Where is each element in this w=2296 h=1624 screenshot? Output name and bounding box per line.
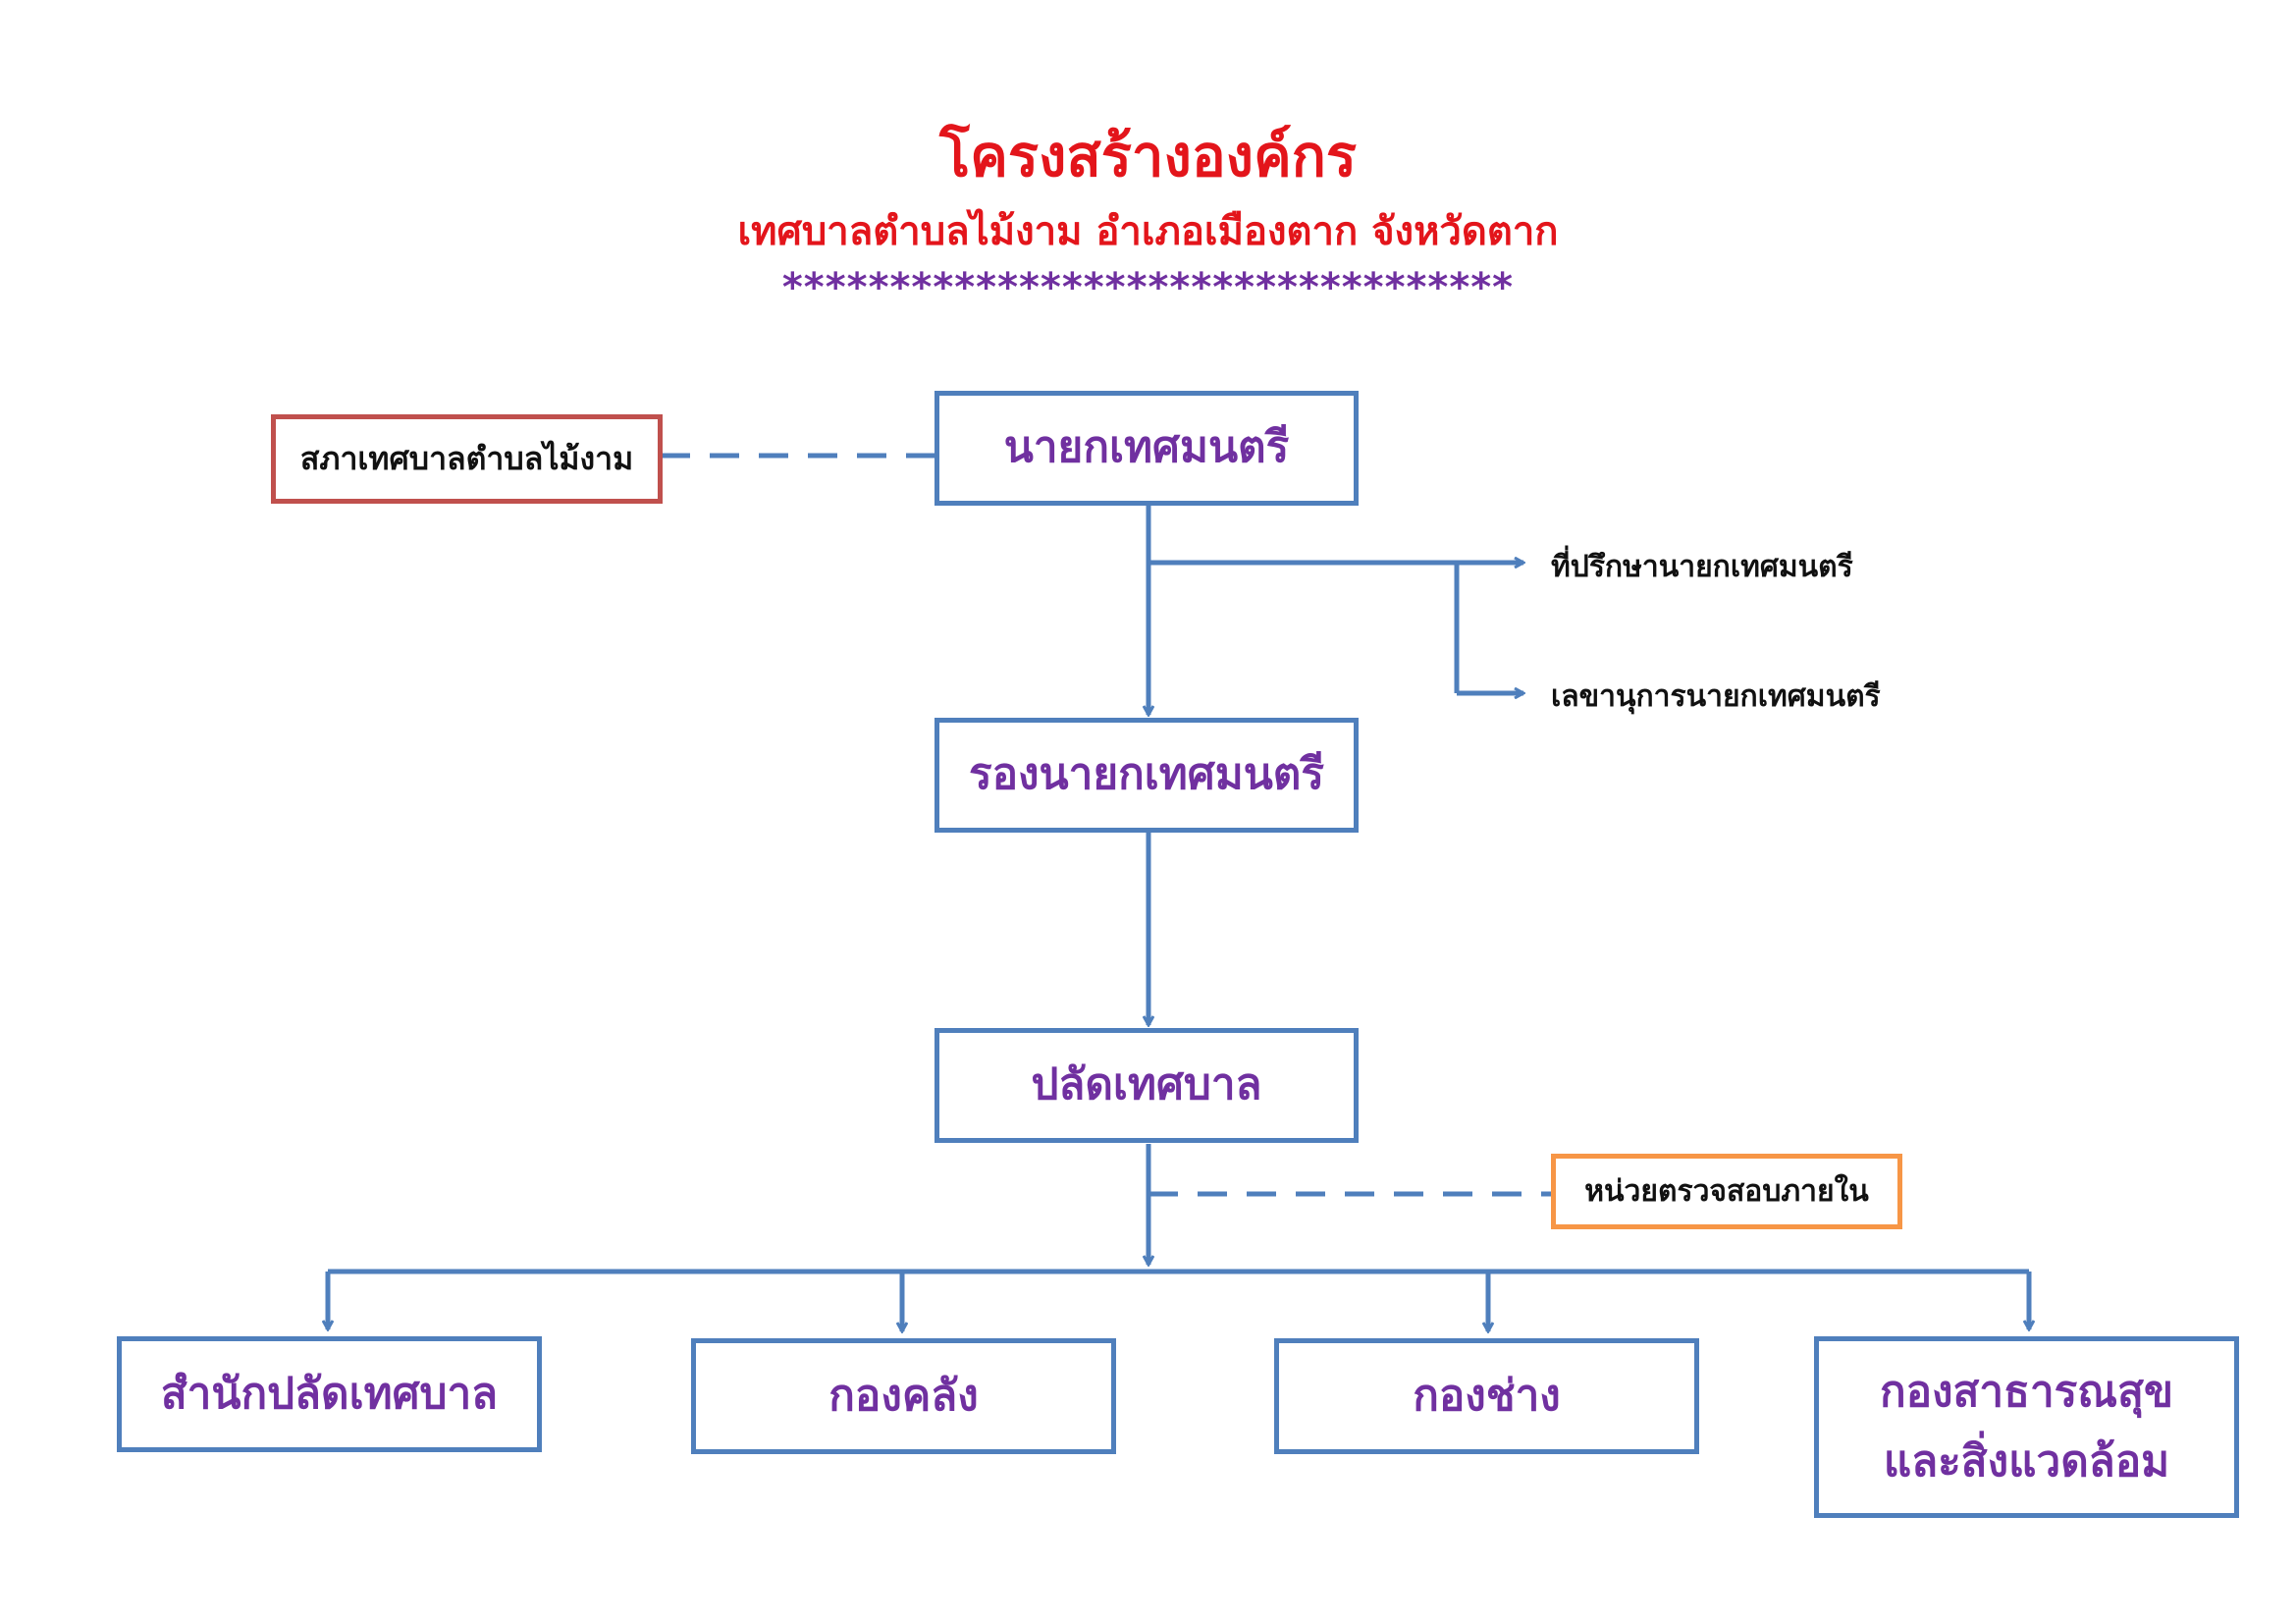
clerk-office-box: สำนักปลัดเทศบาล: [117, 1336, 542, 1452]
municipal-clerk-box: ปลัดเทศบาล: [934, 1028, 1359, 1143]
mayor-box: นายกเทศมนตรี: [934, 391, 1359, 506]
finance-division-box: กองคลัง: [691, 1338, 1116, 1454]
deputy-mayor-box: รองนายกเทศมนตรี: [934, 718, 1359, 833]
mayor-advisor-label: ที่ปรึกษานายกเทศมนตรี: [1537, 538, 1867, 600]
health-environment-division-box: กองสาธารณสุข และสิ่งแวดล้อม: [1814, 1336, 2239, 1518]
health-division-label-line2: และสิ่งแวดล้อม: [1883, 1435, 2170, 1487]
engineering-division-label: กองช่าง: [1413, 1370, 1561, 1421]
internal-audit-box: หน่วยตรวจสอบภายใน: [1551, 1154, 1902, 1229]
chart-subtitle: เทศบาลตำบลไม้งาม อำเภอเมืองตาก จังหวัดตา…: [737, 209, 1559, 254]
finance-division-label: กองคลัง: [828, 1370, 979, 1421]
star-divider: **********************************: [781, 265, 1515, 310]
municipal-council-label: สภาเทศบาลตำบลไม้งาม: [299, 439, 634, 477]
municipal-council-box: สภาเทศบาลตำบลไม้งาม: [271, 414, 663, 504]
mayor-secretary-label: เลขานุการนายกเทศมนตรี: [1537, 668, 1895, 730]
municipal-clerk-label: ปลัดเทศบาล: [1031, 1059, 1262, 1110]
mayor-label: นายกเทศมนตรี: [1003, 422, 1290, 473]
engineering-division-box: กองช่าง: [1274, 1338, 1699, 1454]
internal-audit-label: หน่วยตรวจสอบภายใน: [1584, 1173, 1869, 1209]
clerk-office-label: สำนักปลัดเทศบาล: [160, 1368, 499, 1419]
chart-title: โครงสร้างองค์กร: [938, 123, 1358, 189]
deputy-mayor-label: รองนายกเทศมนตรี: [968, 749, 1324, 800]
health-division-label-line1: กองสาธารณสุข: [1879, 1367, 2174, 1418]
